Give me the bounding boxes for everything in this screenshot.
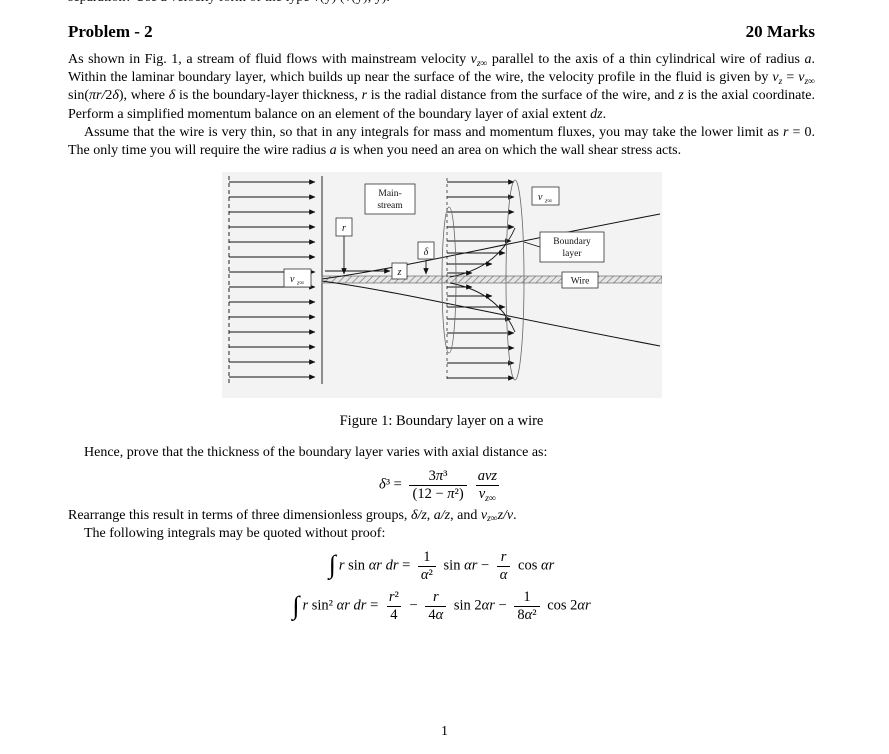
boundary-label-line2: layer bbox=[562, 249, 582, 259]
problem-title: Problem - 2 bbox=[68, 22, 153, 41]
document-content: separation? Use a velocity form of the t… bbox=[68, 0, 815, 624]
paragraph-assumptions: Assume that the wire is very thin, so th… bbox=[68, 124, 815, 158]
boundary-layer-label: Boundary layer bbox=[539, 231, 604, 263]
dimension-marks bbox=[324, 236, 540, 275]
station-velocity-profile bbox=[446, 178, 515, 383]
delta-label: δ bbox=[417, 241, 434, 260]
mainstream-label-line2: stream bbox=[377, 201, 403, 211]
paragraph-hence: Hence, prove that the thickness of the b… bbox=[84, 445, 548, 461]
radial-coordinate-label: r bbox=[335, 217, 352, 237]
clipped-previous-line: separation? Use a velocity form of the t… bbox=[68, 0, 815, 8]
v-subscript: z∞ bbox=[295, 280, 304, 287]
mainstream-label: Main- stream bbox=[364, 183, 415, 215]
svg-text:v z∞: v z∞ bbox=[290, 274, 304, 287]
paragraph-rearrange: Rearrange this result in terms of three … bbox=[68, 507, 517, 525]
r-symbol: r bbox=[342, 223, 346, 234]
boundary-layer-curves bbox=[321, 213, 660, 347]
v-symbol: v bbox=[290, 274, 295, 285]
wire-label-text: Wire bbox=[570, 277, 589, 287]
v-subscript: z∞ bbox=[543, 198, 552, 205]
wire-surface bbox=[321, 275, 662, 284]
integral-sign: ∫ bbox=[328, 550, 336, 580]
marks-label: 20 Marks bbox=[745, 22, 815, 41]
z-symbol: z bbox=[396, 267, 401, 278]
v-symbol: v bbox=[538, 192, 543, 203]
clipped-text: separation? Use a velocity form of the t… bbox=[68, 0, 815, 6]
integral-sign: ∫ bbox=[292, 590, 300, 620]
freestream-velocity-label-left: v z∞ bbox=[283, 268, 311, 288]
paragraph-integrals-intro: The following integrals may be quoted wi… bbox=[84, 525, 386, 541]
page-number: 1 bbox=[441, 724, 448, 739]
wire-label: Wire bbox=[561, 271, 598, 289]
freestream-velocity-label-top: v z∞ bbox=[531, 186, 559, 206]
mainstream-label-line1: Main- bbox=[378, 189, 401, 199]
boundary-label-line1: Boundary bbox=[553, 237, 591, 247]
paragraph-problem-statement: As shown in Fig. 1, a stream of fluid fl… bbox=[68, 52, 815, 122]
problem-heading: Problem - 2 20 Marks bbox=[68, 22, 815, 42]
svg-text:v z∞: v z∞ bbox=[538, 192, 552, 205]
figure-diagram: Main- stream v z∞ r z bbox=[221, 172, 662, 399]
figure-caption: Figure 1: Boundary layer on a wire bbox=[339, 413, 544, 430]
axial-coordinate-label: z bbox=[391, 262, 407, 280]
delta-symbol: δ bbox=[423, 247, 428, 258]
fraction: 3π³(12 − π²) bbox=[409, 468, 467, 502]
figure: Main- stream v z∞ r z bbox=[221, 172, 662, 403]
revolution-ellipses bbox=[441, 179, 524, 381]
